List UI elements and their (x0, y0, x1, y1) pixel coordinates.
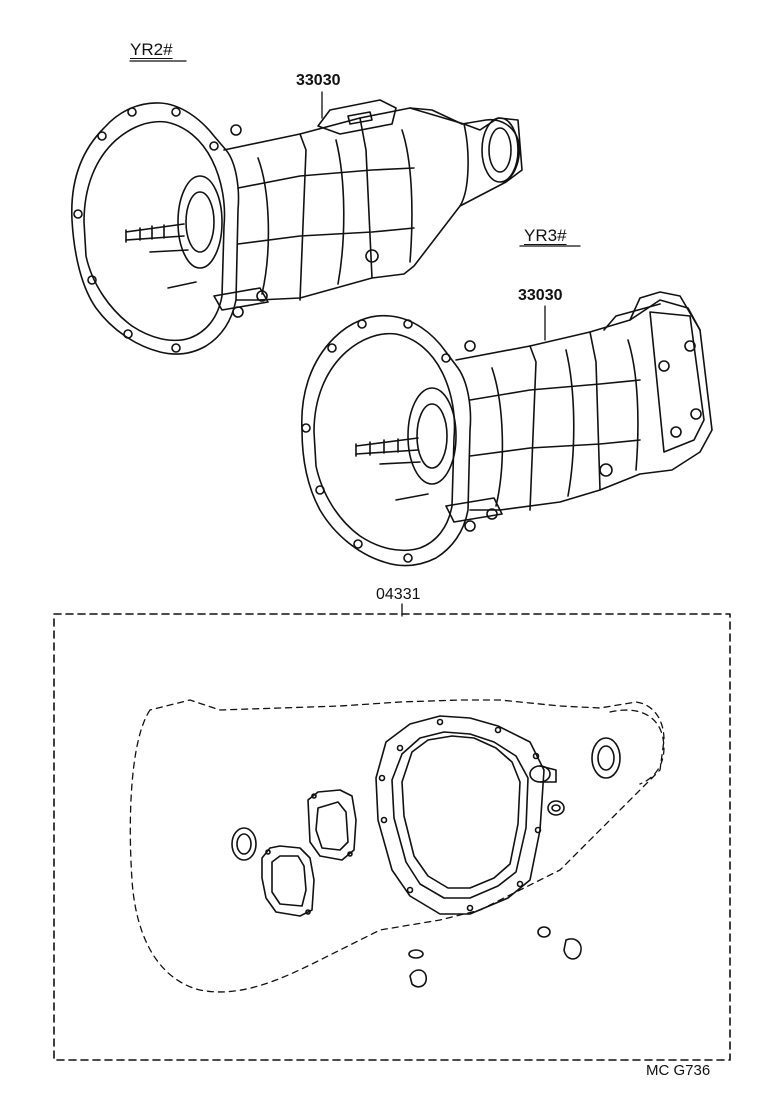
front-oil-seal (231, 827, 257, 861)
cover-gaskets (261, 789, 357, 917)
model-label-yr3: YR3# (524, 226, 567, 245)
part-number-33030-yr2[interactable]: 33030 (296, 72, 341, 89)
part-number-04331[interactable]: 04331 (376, 586, 421, 603)
gasket-kit-box (53, 613, 731, 1061)
model-label-yr2: YR2# (130, 40, 173, 59)
plug-parts (408, 765, 582, 988)
transmission-yr2-drawing (70, 99, 523, 355)
rear-oil-seal (591, 737, 621, 779)
leader-lines (129, 60, 581, 617)
part-number-33030-yr3[interactable]: 33030 (518, 287, 563, 304)
figure-code: MC G736 (646, 1062, 711, 1079)
transmission-yr3-drawing (300, 291, 713, 567)
case-gasket (375, 715, 545, 915)
